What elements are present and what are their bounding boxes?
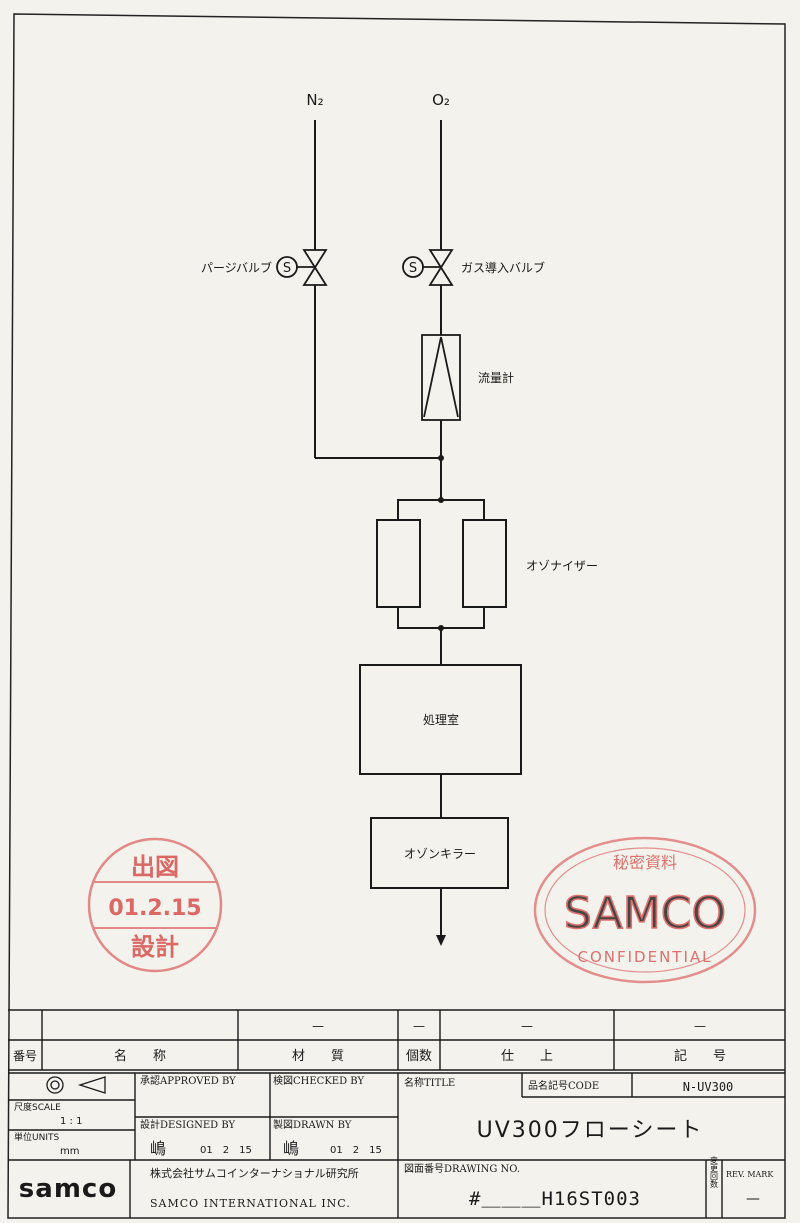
issue-stamp-bottom: 設計	[131, 933, 179, 961]
flow-diagram	[314, 120, 522, 935]
chamber-label: 処理室	[423, 712, 459, 727]
company-name-en: SAMCO INTERNATIONAL INC.	[150, 1197, 351, 1210]
drawing-no-label: 図面番号DRAWING NO.	[404, 1163, 520, 1175]
gas-inlet-valve-symbol: S	[409, 261, 417, 276]
confidential-stamp-bottom: CONFIDENTIAL	[577, 948, 712, 966]
purge-valve-icon	[276, 249, 328, 286]
parts-dash-material: —	[312, 1019, 324, 1033]
drawing-no-value: #＿＿＿H16ST003	[469, 1188, 641, 1210]
designer-name: 嶋	[150, 1139, 166, 1158]
parts-header-number: 番号	[13, 1049, 37, 1063]
n2-label: N₂	[306, 91, 323, 109]
issue-stamp-date: 01.2.15	[108, 896, 201, 921]
parts-header-symbol: 記 号	[674, 1048, 726, 1064]
scale-label: 尺度SCALE	[14, 1101, 61, 1113]
designed-by-label: 設計DESIGNED BY	[140, 1118, 236, 1131]
title-block-grid	[8, 1073, 785, 1218]
sheet-border	[7, 13, 786, 1219]
ozonizer-join-lines	[397, 607, 485, 629]
parts-header-finish: 仕 上	[501, 1049, 553, 1064]
ozone-killer-box	[370, 817, 509, 889]
gas-inlet-valve-label: ガス導入バルブ	[461, 260, 545, 275]
third-angle-projection-icon	[46, 1076, 106, 1094]
junction-dot-split	[438, 497, 444, 503]
parts-dash-quantity: —	[413, 1019, 425, 1033]
code-label: 品名記号CODE	[528, 1079, 599, 1092]
approved-by-label: 承認APPROVED BY	[140, 1074, 236, 1087]
drawn-date: 01 2 15	[330, 1145, 382, 1156]
flowmeter-label: 流量計	[478, 370, 514, 385]
confidential-stamp: 秘密資料 SAMCO CONFIDENTIAL	[533, 836, 757, 984]
junction-dot-join	[438, 625, 444, 631]
issue-stamp: 出図 01.2.15 設計	[87, 837, 223, 973]
parts-dash-finish: —	[521, 1019, 533, 1033]
o2-label: O₂	[432, 91, 450, 109]
confidential-stamp-brand: SAMCO	[564, 888, 726, 939]
checked-by-label: 検図CHECKED BY	[273, 1074, 364, 1087]
ozonizer-label: オゾナイザー	[526, 559, 598, 573]
drawer-name: 嶋	[283, 1139, 299, 1158]
samco-logo: samco	[19, 1174, 117, 1204]
confidential-stamp-top: 秘密資料	[613, 853, 677, 872]
parts-table-grid	[8, 1009, 785, 1074]
parts-header-name: 名 称	[114, 1048, 166, 1064]
exhaust-arrow-icon	[436, 935, 446, 946]
rev-value: —	[746, 1191, 760, 1207]
issue-stamp-top: 出図	[131, 853, 179, 881]
rev-label-en: REV. MARK	[726, 1170, 774, 1179]
parts-dash-symbol: —	[694, 1019, 706, 1033]
rev-label-jp: 変更回数	[710, 1155, 719, 1189]
flowmeter-icon	[421, 334, 461, 421]
units-value: mm	[60, 1146, 79, 1157]
drawn-by-label: 製図DRAWN BY	[273, 1118, 352, 1131]
junction-dot-merge	[438, 455, 444, 461]
designed-date: 01 2 15	[200, 1145, 252, 1156]
code-value: N-UV300	[683, 1080, 734, 1094]
purge-valve-symbol: S	[283, 261, 291, 276]
units-label: 単位UNITS	[14, 1131, 59, 1143]
ozonizer-unit-left	[376, 519, 421, 608]
ozonizer-unit-right	[462, 519, 507, 608]
title-label: 名称TITLE	[404, 1076, 455, 1089]
company-name-jp: 株式会社サムコインターナショナル研究所	[150, 1166, 359, 1180]
parts-header-material: 材 質	[292, 1049, 344, 1064]
purge-valve-label: パージバルブ	[201, 260, 272, 275]
title-value: UV300フローシート	[477, 1118, 704, 1143]
scale-value: 1 : 1	[60, 1116, 82, 1127]
ozone-killer-label: オゾンキラー	[404, 847, 476, 861]
parts-header-quantity: 個数	[406, 1049, 432, 1064]
gas-inlet-valve-icon	[402, 249, 454, 286]
